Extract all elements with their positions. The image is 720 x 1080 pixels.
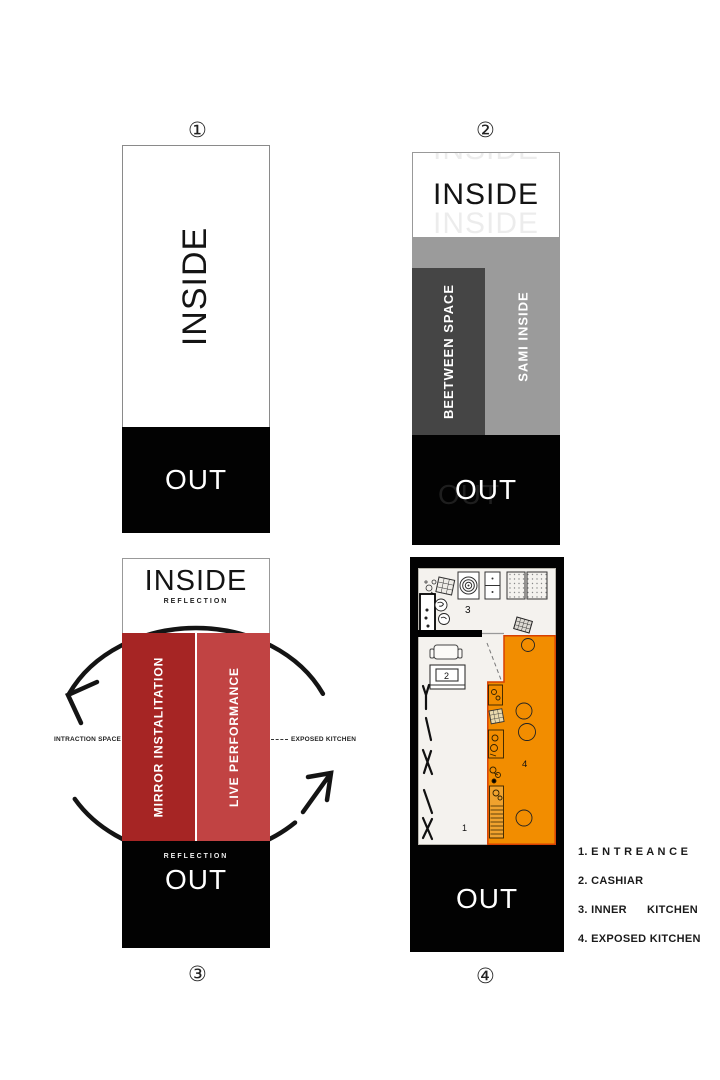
- panel2-inside-label: INSIDE: [432, 178, 540, 211]
- panel2-inside-zone: INSIDE INSIDE INSIDE: [412, 152, 560, 237]
- exposed-kitchen-zone: [487, 635, 556, 845]
- panel1-out-zone: OUT: [122, 427, 270, 533]
- counter: [419, 593, 436, 637]
- room2-number: 2: [444, 671, 449, 681]
- laptop-icon: [513, 616, 533, 634]
- panel2-between-space-label: BEETWEEN SPACE: [441, 283, 457, 420]
- panel4-number-badge: ④: [476, 964, 495, 988]
- panel3-reflection-bottom-label: REFLECTION: [163, 853, 229, 860]
- panel3-inside-zone: INSIDE REFLECTION: [122, 558, 270, 633]
- callout-dash-right: [271, 738, 288, 740]
- panel3-mirror-label: MIRROR INSTALITATION: [151, 656, 166, 818]
- partition-wall: [418, 630, 482, 637]
- legend-entrance: 1. E N T R E A N C E: [578, 846, 689, 858]
- panel1-out-label: OUT: [164, 464, 228, 495]
- panel2-sami-label-wrap: SAMI INSIDE: [487, 237, 560, 435]
- panel4-floor-plan: 3: [410, 557, 564, 952]
- panel2-out-label: OUT: [454, 474, 518, 505]
- panel3-out-zone: REFLECTION OUT: [122, 841, 270, 948]
- tile-counter-icon: [506, 571, 526, 600]
- drawer-cabinet-icon: [484, 571, 501, 600]
- stove-icon: [457, 571, 480, 600]
- cashier-desk: [429, 664, 466, 690]
- panel2-space-diagram: INSIDE INSIDE INSIDE BEETWEEN SPACE SAMI…: [412, 152, 560, 545]
- legend-inner-kitchen: 3. INNER KITCHEN: [578, 904, 698, 916]
- floor-plan-drawing: 3: [418, 568, 556, 845]
- plan-legend: 1. E N T R E A N C E 2. CASHIAR 3. INNER…: [578, 846, 701, 962]
- circulation-arc-top: [66, 625, 326, 697]
- panel3-reflection-top-label: REFLECTION: [163, 598, 229, 605]
- panel4-out-zone: OUT: [410, 845, 564, 952]
- panel3-inside-label: INSIDE: [144, 565, 248, 597]
- panel3-program-diagram: INSIDE REFLECTION MIRROR INSTALITATION L…: [122, 558, 270, 948]
- panel3-program-zones: MIRROR INSTALITATION LIVE PERFORMANCE: [122, 633, 270, 841]
- panel3-live-label: LIVE PERFORMANCE: [226, 666, 241, 808]
- panel1-inside-out-diagram: INSIDE OUT: [122, 145, 270, 533]
- panel2-out-ghost: OUT: [438, 479, 501, 510]
- panel4-out-label: OUT: [455, 882, 519, 914]
- panel2-out-zone: OUT OUT: [412, 435, 560, 545]
- exposed-kitchen-label: EXPOSED KITCHEN: [291, 735, 357, 743]
- panel3-number-badge: ③: [188, 962, 207, 986]
- chair-icon: [429, 644, 463, 660]
- crate-icon: [435, 576, 456, 596]
- panel2-number-badge: ②: [476, 118, 495, 142]
- panel1-inside-zone: INSIDE: [122, 145, 270, 427]
- room3-number: 3: [465, 605, 471, 616]
- panel2-between-space-zone: BEETWEEN SPACE: [412, 268, 485, 435]
- room4-number: 4: [522, 759, 527, 770]
- legend-cashier: 2. CASHIAR: [578, 875, 644, 887]
- kitchen-equipment-icons: [488, 684, 505, 839]
- legend-exposed-kitchen: 4. EXPOSED KITCHEN: [578, 933, 701, 945]
- panel3-out-label: OUT: [164, 864, 228, 895]
- arrowhead-left-icon: [64, 679, 100, 726]
- panel2-sami-inside-zone: BEETWEEN SPACE SAMI INSIDE: [412, 237, 560, 435]
- interaction-space-callout: INTRACTION SPACE: [54, 735, 122, 743]
- room1-number: 1: [462, 823, 467, 833]
- panel2-inside-ghost-top: INSIDE: [413, 153, 559, 167]
- stools-icon: [515, 638, 536, 827]
- plates-icon: [424, 598, 450, 628]
- panel1-inside-label: INSIDE: [176, 226, 215, 347]
- panel3-live-zone: LIVE PERFORMANCE: [197, 633, 270, 841]
- exposed-kitchen-callout: EXPOSED KITCHEN: [271, 735, 363, 743]
- panel2-sami-inside-label: SAMI INSIDE: [516, 290, 531, 382]
- panel2-inside-ghost-bottom: INSIDE: [432, 207, 540, 237]
- seating-sketch-marks: [421, 683, 434, 841]
- tile-counter-icon-2: [526, 571, 548, 600]
- panel1-number-badge: ①: [188, 118, 207, 142]
- interaction-space-label: INTRACTION SPACE: [54, 735, 121, 743]
- panel3-mirror-zone: MIRROR INSTALITATION: [122, 633, 195, 841]
- panel3-zone-divider: [195, 633, 197, 841]
- arrowhead-right-icon: [300, 770, 334, 815]
